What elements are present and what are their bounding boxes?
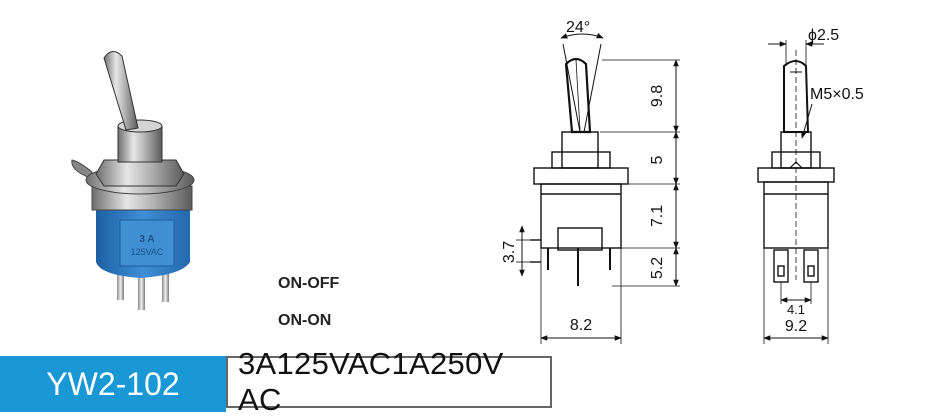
bushing-height-label: 5 — [649, 155, 666, 164]
thread-leader — [801, 103, 813, 139]
lever-length-label: 9.8 — [649, 85, 666, 107]
mode-label-on-on: ON-ON — [278, 312, 332, 329]
hex-nut — [95, 159, 185, 187]
body-upper-label: 7.1 — [649, 205, 666, 227]
side-view-drawing — [516, 33, 680, 344]
diameter-label: ϕ2.5 — [808, 27, 839, 44]
mode-label-on-off: ON-OFF — [278, 275, 340, 292]
side-terminal-label: 3.7 — [501, 241, 518, 263]
terminal-slot — [807, 265, 815, 277]
side-view-labels: 24° 9.8 5 7.1 5.2 3.7 8.2 — [501, 19, 666, 334]
nut-outline — [551, 151, 611, 169]
side-tab — [71, 159, 93, 179]
angle-line-left — [562, 43, 581, 133]
thread-label: M5×0.5 — [810, 86, 864, 103]
body-outline — [763, 181, 829, 249]
pin — [117, 268, 124, 300]
body-outline — [540, 183, 622, 249]
body-lower-label: 5.2 — [649, 257, 666, 279]
angle-label: 24° — [566, 19, 590, 36]
angle-line-right — [583, 43, 602, 133]
base-width-label: 9.2 — [785, 318, 807, 335]
lever-outline — [564, 57, 592, 134]
pitch-label: 4.1 — [787, 302, 805, 317]
terminal-slot — [777, 265, 785, 277]
housing-label-plate — [119, 219, 175, 267]
angle-arc — [560, 33, 604, 39]
body-width-label: 8.2 — [570, 317, 592, 334]
lever-outline — [783, 60, 810, 133]
front-view-drawing — [757, 40, 835, 344]
front-view-labels: ϕ2.5 M5×0.5 4.1 9.2 — [785, 27, 864, 335]
lever-centerline — [575, 59, 581, 131]
toggle-switch-photo: 3 A 125VAC — [71, 51, 195, 310]
body-inner — [557, 227, 603, 251]
bushing-outline — [561, 131, 599, 169]
lever — [103, 51, 139, 131]
model-number-label: YW2-102 — [0, 356, 226, 412]
body-marking-line2: 125VAC — [131, 247, 164, 257]
tab-outline — [789, 161, 803, 169]
electrical-rating: 3A125VAC1A250V AC — [226, 346, 552, 417]
body-marking-line1: 3 A — [139, 234, 154, 245]
pin — [138, 272, 145, 310]
pin — [162, 268, 169, 302]
flange-outline — [533, 167, 629, 185]
